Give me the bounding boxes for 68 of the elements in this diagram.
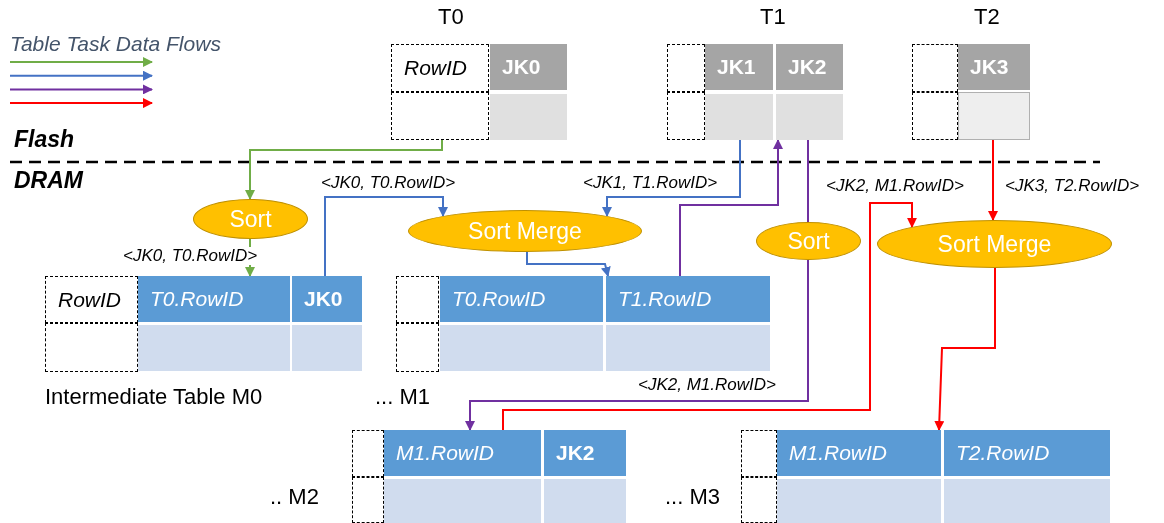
- edge-label: <JK2, M1.RowID>: [637, 376, 777, 394]
- row-label: RowID: [391, 44, 489, 92]
- table-title: ... M3: [665, 484, 720, 510]
- table-cell: [777, 479, 941, 523]
- table-cell: [384, 479, 541, 523]
- table-cell: [741, 477, 777, 523]
- row-label: RowID: [45, 276, 138, 323]
- column-header: JK0: [292, 276, 362, 322]
- table-cell: [391, 92, 489, 140]
- table-title: Intermediate Table M0: [45, 384, 263, 410]
- table-cell: [490, 94, 567, 140]
- edge-label: <JK2, M1.RowID>: [825, 177, 965, 195]
- table-cell: [396, 276, 439, 323]
- table-cell: [741, 430, 777, 477]
- table-cell: [352, 477, 384, 523]
- table-title: T0: [438, 4, 464, 30]
- table-cell: [440, 325, 603, 371]
- table-cell: [45, 323, 138, 372]
- column-header: M1.RowID: [384, 430, 541, 476]
- arrow: [502, 202, 917, 431]
- table-cell: [606, 325, 770, 371]
- process-ellipse: Sort Merge: [408, 210, 642, 252]
- table-cell: [396, 323, 439, 372]
- memory-label: DRAM: [14, 167, 83, 194]
- arrow: [934, 267, 996, 431]
- edge-label: <JK0, T0.RowID>: [122, 247, 259, 265]
- table-cell: [667, 44, 705, 92]
- edge-label: <JK0, T0.RowID>: [320, 174, 457, 192]
- arrow: [602, 139, 741, 217]
- column-header: JK1: [705, 44, 773, 90]
- table-title: .. M2: [270, 484, 319, 510]
- table-cell: [776, 94, 843, 140]
- table-cell: [912, 92, 958, 140]
- edge-label: <JK1, T1.RowID>: [582, 174, 719, 192]
- column-header: T0.RowID: [440, 276, 603, 322]
- table-cell: [667, 92, 705, 140]
- edge-label: <JK3, T2.RowID>: [1004, 177, 1141, 195]
- process-ellipse: Sort Merge: [877, 220, 1112, 268]
- legend-title: Table Task Data Flows: [10, 32, 221, 56]
- arrow: [465, 259, 809, 431]
- arrow: [324, 196, 448, 277]
- table-cell: [912, 44, 958, 92]
- column-header: M1.RowID: [777, 430, 941, 476]
- table-title: T2: [974, 4, 1000, 30]
- column-header: JK2: [544, 430, 626, 476]
- column-header: T1.RowID: [606, 276, 770, 322]
- column-header: JK2: [776, 44, 843, 90]
- table-cell: [138, 325, 290, 371]
- column-header: JK3: [958, 44, 1030, 90]
- process-ellipse: Sort: [193, 199, 308, 239]
- arrow: [526, 251, 611, 277]
- table-cell: [352, 430, 384, 477]
- table-cell: [958, 92, 1030, 140]
- column-header: T0.RowID: [138, 276, 290, 322]
- table-title: ... M1: [375, 384, 430, 410]
- table-title: T1: [760, 4, 786, 30]
- connector-line: [807, 139, 809, 223]
- table-cell: [705, 94, 773, 140]
- table-cell: [944, 479, 1110, 523]
- arrow: [988, 139, 998, 221]
- process-ellipse: Sort: [756, 222, 861, 260]
- table-cell: [544, 479, 626, 523]
- column-header: T2.RowID: [944, 430, 1110, 476]
- arrow: [679, 139, 783, 277]
- arrow: [245, 139, 443, 200]
- memory-label: Flash: [14, 126, 75, 153]
- table-cell: [292, 325, 362, 371]
- column-header: JK0: [490, 44, 567, 90]
